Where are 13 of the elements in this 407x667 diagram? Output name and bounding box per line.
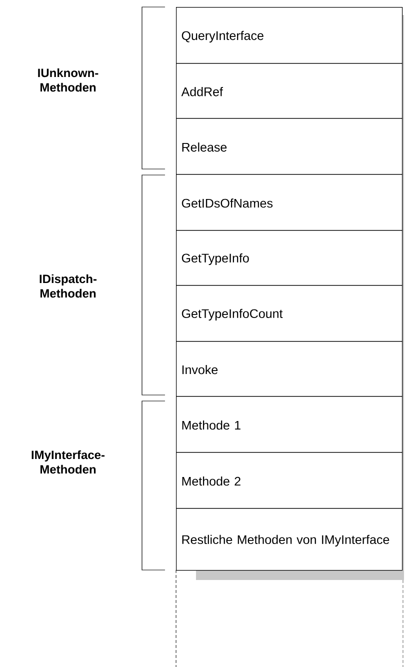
method-cell: Methode 2	[176, 452, 403, 509]
group-label: IDispatch- Methoden	[40, 274, 97, 298]
method-cell: Invoke	[176, 341, 403, 397]
method-cell: GetIDsOfNames	[176, 174, 403, 231]
method-cell: GetTypeInfoCount	[176, 285, 403, 342]
group-label: IUnknown- Methoden	[38, 68, 98, 92]
group-label: IMyInterface- Methoden	[32, 450, 105, 474]
method-cell: Release	[176, 118, 403, 175]
method-cell: QueryInterface	[176, 7, 403, 64]
method-cell: Methode 1	[176, 396, 403, 453]
method-cell: AddRef	[176, 63, 403, 119]
method-cell: GetTypeInfo	[176, 230, 403, 286]
method-cell: Restliche Methoden von IMyInterface	[176, 508, 403, 571]
